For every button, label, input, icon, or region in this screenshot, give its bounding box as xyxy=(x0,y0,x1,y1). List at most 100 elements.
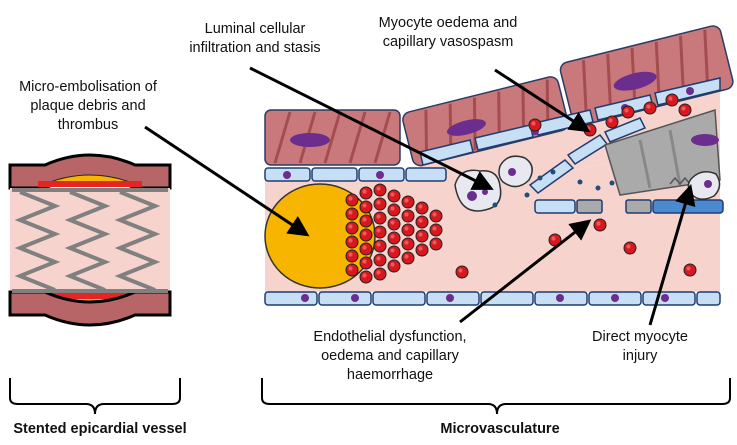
red-blood-cell xyxy=(593,218,607,232)
red-blood-cell-highlight xyxy=(681,106,686,111)
red-blood-cell-highlight xyxy=(390,248,395,253)
red-blood-cell xyxy=(429,223,443,237)
red-blood-cell-highlight xyxy=(348,224,353,229)
red-blood-cell xyxy=(373,211,387,225)
red-blood-cell xyxy=(373,253,387,267)
myocyte-left xyxy=(264,109,401,166)
red-blood-cell xyxy=(359,214,373,228)
inflammatory-cell xyxy=(687,171,721,200)
red-blood-cell xyxy=(623,241,637,255)
red-blood-cell-highlight xyxy=(348,210,353,215)
red-blood-cell-highlight xyxy=(686,266,691,271)
vessel-wall-bottom xyxy=(8,290,172,327)
red-blood-cell xyxy=(359,256,373,270)
red-blood-cell-highlight xyxy=(390,206,395,211)
red-cell-cluster xyxy=(345,183,443,284)
label-luminal-infiltration: Luminal cellular infiltration and stasis xyxy=(189,21,321,56)
red-blood-cell xyxy=(429,237,443,251)
red-blood-cell xyxy=(387,217,401,231)
endothelium-branch-lower xyxy=(528,117,647,194)
red-blood-cell xyxy=(359,186,373,200)
red-blood-cell-highlight xyxy=(362,203,367,208)
red-blood-cell xyxy=(683,263,697,277)
red-blood-cell xyxy=(345,235,359,249)
red-blood-cell-highlight xyxy=(376,200,381,205)
red-blood-cell xyxy=(678,103,692,117)
red-blood-cell xyxy=(387,203,401,217)
braces xyxy=(9,378,731,415)
endothelium-nuclei-bottom xyxy=(301,294,669,302)
red-blood-cell xyxy=(415,201,429,215)
arrow-direct-injury xyxy=(648,183,696,326)
inflammatory-cell xyxy=(498,155,533,188)
red-blood-cell xyxy=(373,239,387,253)
red-blood-cell xyxy=(401,223,415,237)
arrow-myocyte-oedema xyxy=(494,68,591,133)
red-blood-cell-highlight xyxy=(418,246,423,251)
red-blood-cell-highlight xyxy=(458,268,463,273)
red-blood-cell-highlight xyxy=(404,254,409,259)
red-blood-cell xyxy=(401,237,415,251)
red-blood-cell-highlight xyxy=(376,186,381,191)
red-blood-cell-highlight xyxy=(432,240,437,245)
red-blood-cell-highlight xyxy=(624,108,629,113)
red-blood-cell xyxy=(345,249,359,263)
label-microvasculature: Microvasculature xyxy=(440,421,560,437)
red-blood-cell-highlight xyxy=(376,270,381,275)
red-blood-cell xyxy=(415,229,429,243)
label-direct-myocyte-injury: Direct myocyte injury xyxy=(592,329,688,364)
red-blood-cell-highlight xyxy=(362,217,367,222)
plaque-bottom-red xyxy=(38,293,142,299)
myocyte-nucleus xyxy=(290,133,330,147)
injured-myocyte xyxy=(604,108,721,196)
red-blood-cell-highlight xyxy=(626,244,631,249)
endothelium-middle xyxy=(534,199,724,214)
red-blood-cell xyxy=(643,101,657,115)
red-blood-cell-highlight xyxy=(668,96,673,101)
red-blood-cell-highlight xyxy=(376,242,381,247)
label-myocyte-oedema: Myocyte oedema and capillary vasospasm xyxy=(378,15,518,50)
red-blood-cell-highlight xyxy=(531,121,536,126)
myocyte-nucleus xyxy=(446,119,486,136)
red-blood-cell-highlight xyxy=(362,231,367,236)
red-blood-cell-highlight xyxy=(551,236,556,241)
red-blood-cell-highlight xyxy=(404,198,409,203)
red-blood-cell-highlight xyxy=(390,262,395,267)
red-blood-cell-highlight xyxy=(404,226,409,231)
pointer-arrows xyxy=(144,66,696,326)
red-blood-cell xyxy=(401,195,415,209)
arrow-endothelial xyxy=(459,219,592,324)
red-blood-cell xyxy=(415,215,429,229)
myocyte-nucleus xyxy=(613,71,657,91)
label-endothelial-dysfunction: Endothelial dysfunction, oedema and capi… xyxy=(313,329,467,383)
brace-microvasculature xyxy=(261,378,731,415)
endothelium-bottom xyxy=(264,291,721,306)
red-blood-cell-highlight xyxy=(432,226,437,231)
stent-struts xyxy=(12,188,168,293)
red-blood-cell xyxy=(373,197,387,211)
red-blood-cell-highlight xyxy=(390,192,395,197)
red-blood-cell-highlight xyxy=(348,238,353,243)
red-blood-cell-highlight xyxy=(432,212,437,217)
red-blood-cell-highlight xyxy=(348,196,353,201)
arrow-luminal-infiltration xyxy=(249,66,494,190)
red-blood-cell xyxy=(401,209,415,223)
stented-vessel xyxy=(8,153,172,327)
red-blood-cell xyxy=(359,242,373,256)
red-blood-cell xyxy=(665,93,679,107)
red-blood-cell xyxy=(387,231,401,245)
red-blood-cell xyxy=(387,189,401,203)
red-blood-cell-highlight xyxy=(418,232,423,237)
red-blood-cell-highlight xyxy=(376,256,381,261)
red-blood-cell-highlight xyxy=(418,204,423,209)
red-blood-cell-highlight xyxy=(362,189,367,194)
red-blood-cell xyxy=(528,118,542,132)
red-blood-cell-highlight xyxy=(404,240,409,245)
red-blood-cell xyxy=(359,270,373,284)
red-blood-cell-highlight xyxy=(596,221,601,226)
red-blood-cell xyxy=(621,105,635,119)
red-blood-cell xyxy=(455,265,469,279)
red-blood-cell-highlight xyxy=(646,104,651,109)
red-blood-cell-highlight xyxy=(348,252,353,257)
